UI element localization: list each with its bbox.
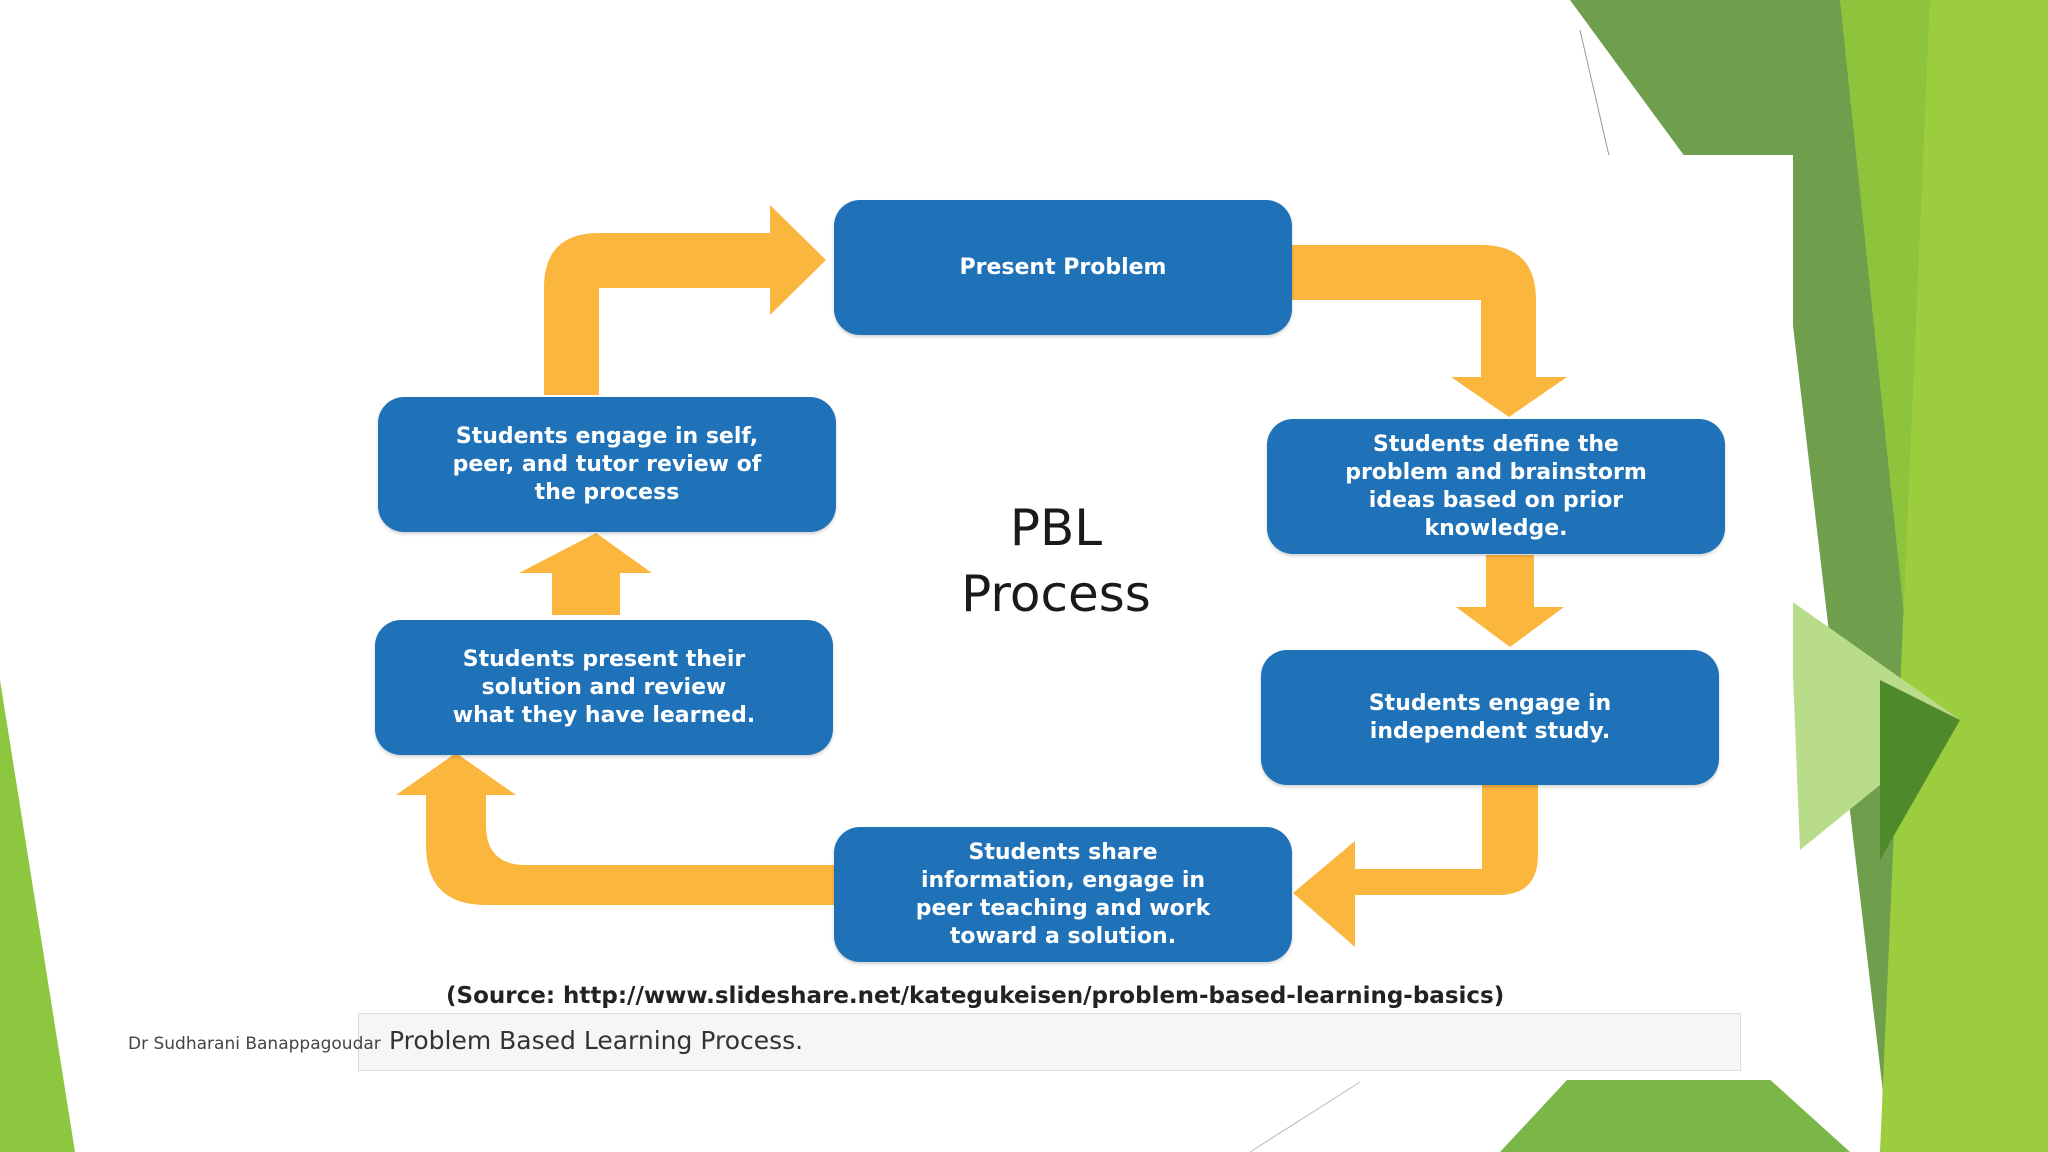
footer-author: Dr Sudharani Banappagoudar [128, 1034, 381, 1054]
arrow-define-to-study [1456, 555, 1564, 647]
source-citation: (Source: http://www.slideshare.net/kateg… [446, 983, 1505, 1009]
arrow-present-to-review [519, 533, 652, 615]
pbl-figure: Present Problem Students define the prob… [356, 155, 1793, 1080]
figure-caption: Problem Based Learning Process. [389, 1026, 804, 1055]
decor-line-bottom [1249, 1081, 1361, 1152]
green-shape-bright-right [1880, 0, 2048, 1152]
step-define-problem: Students define the problem and brainsto… [1267, 419, 1725, 554]
step-independent-study: Students engage in independent study. [1261, 650, 1719, 785]
caption-bar: Problem Based Learning Process. [358, 1013, 1741, 1071]
arrow-share-to-present [396, 753, 836, 905]
arrow-study-to-share [1293, 785, 1538, 947]
arrow-present-to-define [1290, 245, 1567, 417]
green-shape-left [0, 680, 75, 1152]
arrow-review-to-problem [544, 205, 826, 395]
center-title: PBL Process [961, 499, 1151, 623]
green-shape-deep [1880, 680, 1960, 860]
green-shape-pale [1790, 600, 1960, 850]
step-review-process: Students engage in self, peer, and tutor… [378, 397, 836, 532]
decor-line [1579, 29, 1611, 161]
pbl-cycle-arrows [396, 205, 1567, 947]
step-share-information: Students share information, engage in pe… [834, 827, 1292, 962]
step-present-solution: Students present their solution and revi… [375, 620, 833, 755]
step-present-problem: Present Problem [834, 200, 1292, 335]
